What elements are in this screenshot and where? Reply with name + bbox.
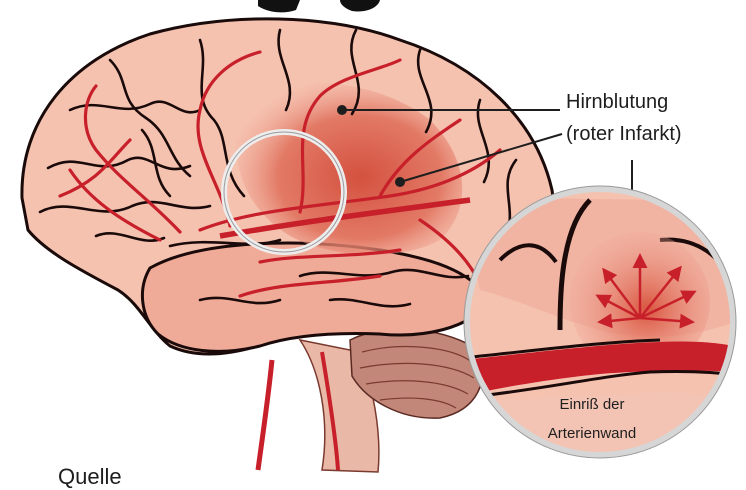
label-hemorrhage: Hirnblutung <box>566 90 668 114</box>
label-red-infarct: (roter Infarkt) <box>566 122 682 146</box>
cropped-title-fragment <box>258 0 380 12</box>
label-artery-tear-line2: Arterienwand <box>536 425 648 443</box>
source-caption: Quelle <box>58 464 122 490</box>
label-artery-tear-line1: Einriß der <box>536 396 648 414</box>
